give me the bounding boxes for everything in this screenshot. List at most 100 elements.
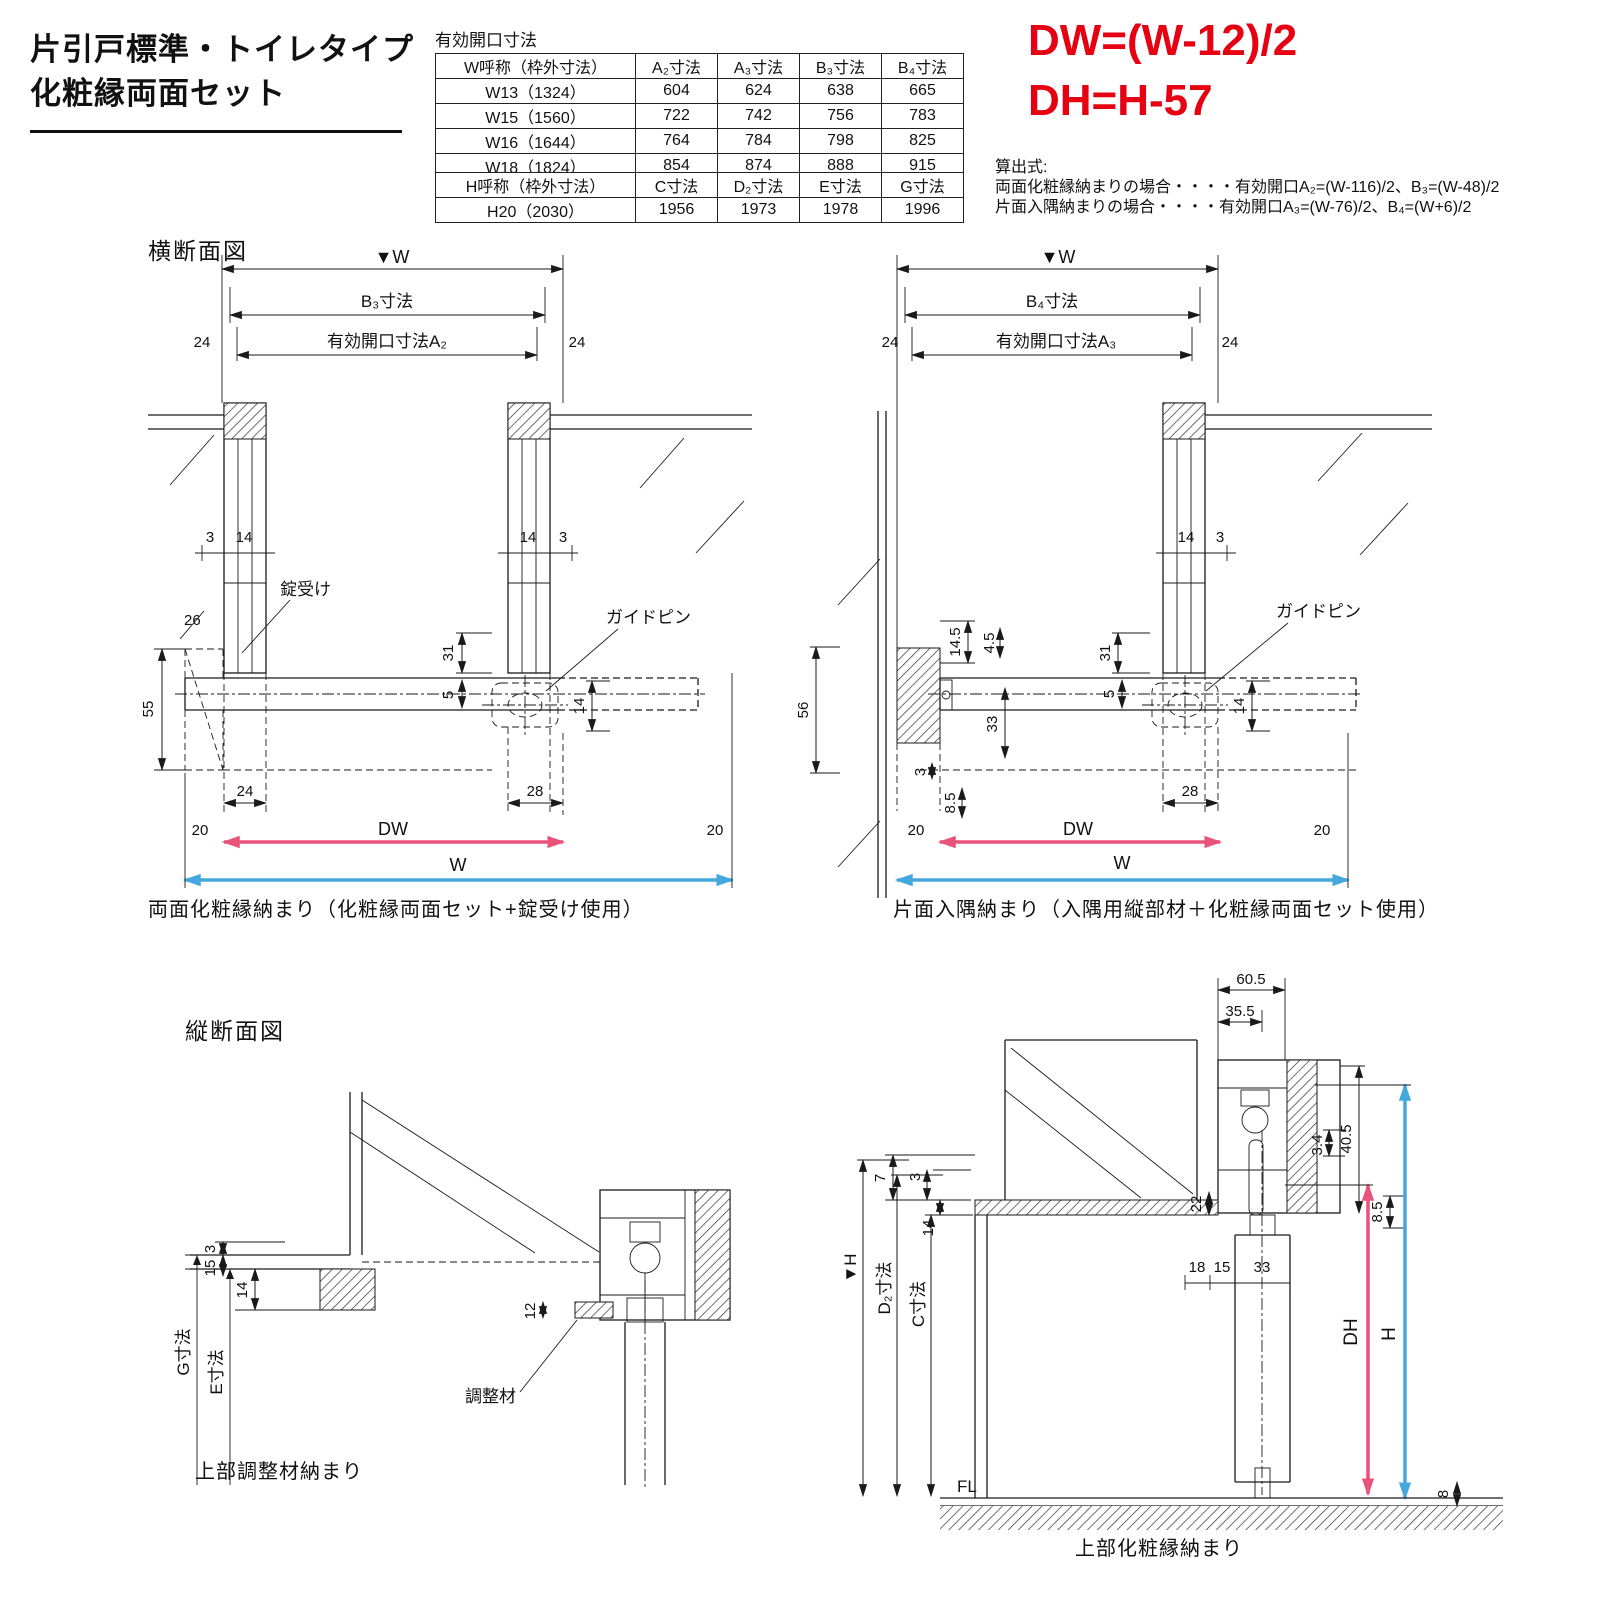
label-fl: FL bbox=[957, 1477, 977, 1496]
wall-above-opening bbox=[349, 1092, 600, 1255]
col-header: C寸法 bbox=[635, 172, 718, 198]
dim-label-7: 7 bbox=[872, 1174, 889, 1182]
col-header: B₄寸法 bbox=[881, 53, 964, 79]
cell: 798 bbox=[799, 128, 882, 154]
door-leaf bbox=[1234, 1130, 1291, 1495]
vertical-left-caption: 上部調整材納まり bbox=[195, 1461, 363, 1483]
top-dimensions bbox=[1216, 978, 1287, 1060]
cell: 742 bbox=[717, 103, 800, 129]
header-track-assembly bbox=[599, 1189, 731, 1323]
dim-label-14-pin: 14 bbox=[1231, 698, 1248, 715]
dim-label-c: C寸法 bbox=[909, 1281, 928, 1327]
dim-label-b3: B₃寸法 bbox=[361, 292, 413, 311]
walls-plan bbox=[148, 414, 752, 554]
calc-note: 算出式: 両面化粧縁納まりの場合・・・・有効開口A₂=(W-116)/2、B₃=… bbox=[995, 158, 1499, 218]
dim-label-h-top: ▼H bbox=[841, 1253, 860, 1282]
side-dimensions bbox=[810, 619, 1270, 820]
vertical-left-diagram: 3 15 14 G寸法 E寸法 12 調整材 bbox=[174, 1092, 731, 1488]
dim-label-15: 15 bbox=[1214, 1259, 1231, 1276]
plan-right-caption: 片面入隅納まり（入隅用縦部材＋化粧縁両面セット使用） bbox=[893, 899, 1439, 921]
table-row: H20（2030） 1956 1973 1978 1996 bbox=[435, 197, 964, 223]
top-dimension-lines bbox=[895, 255, 1220, 648]
page-title: 片引戸標準・トイレタイプ 化粧縁両面セット bbox=[30, 28, 414, 116]
bottom-dimensions bbox=[894, 673, 1356, 888]
opening-size-table-block: 有効開口寸法 W呼称（枠外寸法） A₂寸法 A₃寸法 B₃寸法 B₄寸法 W13… bbox=[435, 26, 964, 179]
dim-label-dw: DW bbox=[378, 819, 408, 839]
dim-label-24-bottom: 24 bbox=[237, 783, 254, 800]
label-guide-pin: ガイドピン bbox=[1276, 602, 1361, 621]
left-dimensions bbox=[185, 1240, 325, 1485]
table-header-row: W呼称（枠外寸法） A₂寸法 A₃寸法 B₃寸法 B₄寸法 bbox=[435, 53, 964, 79]
adjuster-piece bbox=[574, 1301, 614, 1319]
dim-label-28: 28 bbox=[1182, 783, 1199, 800]
dim-label-w: W bbox=[1114, 853, 1131, 873]
corner-vertical-member bbox=[896, 647, 953, 744]
dim-label-12: 12 bbox=[522, 1303, 539, 1320]
dim-label-20-left: 20 bbox=[192, 822, 209, 839]
cell: 783 bbox=[881, 103, 964, 129]
height-size-table: H呼称（枠外寸法） C寸法 D₂寸法 E寸法 G寸法 H20（2030） 195… bbox=[435, 172, 964, 223]
calc-note-line3: 片面入隅納まりの場合・・・・有効開口A₃=(W-76)/2、B₄=(W+6)/2 bbox=[995, 199, 1472, 216]
dim-label-20-right: 20 bbox=[707, 822, 724, 839]
section-label-horizontal: 横断面図 bbox=[148, 238, 248, 264]
cell: 665 bbox=[881, 78, 964, 104]
label-guide-pin: ガイドピン bbox=[606, 608, 691, 627]
cell: 604 bbox=[635, 78, 718, 104]
reveal-dimensions bbox=[195, 545, 578, 561]
plan-right-diagram: ▼W B₄寸法 有効開口寸法A₃ 24 24 14 3 bbox=[795, 247, 1432, 898]
right-jamb-frame bbox=[507, 402, 551, 674]
col-header: A₂寸法 bbox=[635, 53, 718, 79]
left-small-dimensions bbox=[885, 1153, 975, 1217]
cell: 764 bbox=[635, 128, 718, 154]
dim-label-w: W bbox=[450, 855, 467, 875]
dim-label-3: 3 bbox=[907, 1173, 924, 1181]
dim-label-31: 31 bbox=[1097, 645, 1114, 662]
col-header: E寸法 bbox=[799, 172, 882, 198]
dim-label-14: 14 bbox=[234, 1282, 251, 1299]
table-row: W13（1324） 604 624 638 665 bbox=[435, 78, 964, 104]
door-leaf-below bbox=[624, 1280, 666, 1488]
guide-pin-plan-detail bbox=[482, 675, 568, 735]
dim-label-35-5: 35.5 bbox=[1225, 1003, 1254, 1020]
dim-label-15: 15 bbox=[202, 1260, 219, 1277]
dim-label-8: 8 bbox=[1435, 1490, 1452, 1498]
dim-label-3-right: 3 bbox=[559, 529, 567, 546]
dim-label-20-right: 20 bbox=[1314, 822, 1331, 839]
dim-label-33: 33 bbox=[1254, 1259, 1271, 1276]
dim-label-24-left: 24 bbox=[194, 334, 211, 351]
cell: 825 bbox=[881, 128, 964, 154]
leader-lines bbox=[179, 599, 619, 692]
dim-label-31: 31 bbox=[440, 645, 457, 662]
track-assembly bbox=[1217, 1059, 1341, 1216]
height-arrows bbox=[1285, 1082, 1412, 1501]
dim-label-3-left: 3 bbox=[206, 529, 214, 546]
dim-label-e: E寸法 bbox=[207, 1349, 226, 1394]
left-tall-dimensions bbox=[857, 1158, 973, 1498]
cell: W15（1560） bbox=[435, 103, 636, 129]
dim-label-24-right: 24 bbox=[569, 334, 586, 351]
dim-label-4-5: 4.5 bbox=[981, 633, 998, 654]
page-title-line2: 化粧縁両面セット bbox=[30, 76, 286, 111]
table-row: W16（1644） 764 784 798 825 bbox=[435, 128, 964, 154]
dim-label-3-bottom: 3 bbox=[912, 768, 929, 776]
dim-label-a3: 有効開口寸法A₃ bbox=[996, 332, 1116, 351]
label-adjuster: 調整材 bbox=[465, 1387, 516, 1406]
cell: 756 bbox=[799, 103, 882, 129]
adjuster-dimension bbox=[519, 1300, 578, 1393]
opening-side-face bbox=[974, 1215, 988, 1498]
reveal-dimensions bbox=[1156, 545, 1236, 561]
wall-right bbox=[1205, 414, 1432, 556]
opening-table-caption: 有効開口寸法 bbox=[435, 31, 537, 50]
dim-label-5: 5 bbox=[440, 691, 457, 699]
dim-label-14: 14 bbox=[920, 1220, 937, 1237]
cell: W13（1324） bbox=[435, 78, 636, 104]
pocket-wall bbox=[1004, 1039, 1198, 1200]
calc-note-line2: 両面化粧縁納まりの場合・・・・有効開口A₂=(W-116)/2、B₃=(W-48… bbox=[995, 179, 1500, 196]
jamb-band bbox=[974, 1199, 1219, 1216]
dim-label-56: 56 bbox=[795, 702, 812, 719]
dim-label-18: 18 bbox=[1189, 1259, 1206, 1276]
cell: 638 bbox=[799, 78, 882, 104]
vertical-right-caption: 上部化粧縁納まり bbox=[1075, 1538, 1243, 1560]
dim-label-28: 28 bbox=[527, 783, 544, 800]
dim-label-3-4: 3.4 bbox=[1309, 1135, 1326, 1156]
